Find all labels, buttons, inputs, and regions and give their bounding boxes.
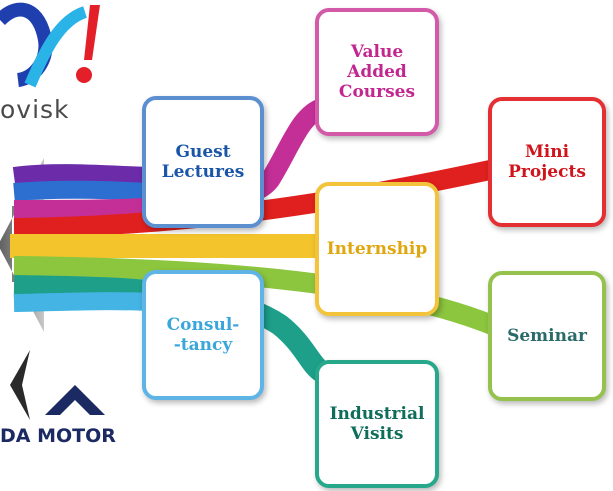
node-mini-projects: Mini Projects [488, 97, 606, 227]
band-red [13, 160, 493, 238]
node-label: Guest Lectures [161, 141, 245, 182]
node-label: Consul- -tancy [166, 314, 240, 355]
node-guest-lectures: Guest Lectures [142, 96, 264, 228]
node-label: Mini Projects [508, 141, 586, 182]
node-label: Seminar [507, 325, 587, 346]
logo-exclaim-red [84, 5, 100, 60]
logo-swoosh-cyan [24, 6, 88, 88]
tata-motors-logo-text: DA MOTOR [0, 425, 116, 447]
logo-dot-red [76, 67, 92, 83]
node-industrial-visits: Industrial Visits [315, 360, 439, 488]
band-blue [13, 180, 151, 201]
band-cyan [13, 292, 149, 312]
band-violet [12, 164, 151, 185]
node-consultancy: Consul- -tancy [142, 270, 264, 400]
ovisk-logo [0, 2, 100, 88]
node-label: Industrial Visits [329, 403, 425, 444]
node-label: Internship [326, 238, 428, 259]
node-internship: Internship [315, 182, 439, 316]
node-seminar: Seminar [488, 271, 606, 401]
logo-mark [10, 350, 30, 420]
band-green [13, 256, 496, 335]
ovisk-logo-text: ovisk [0, 95, 70, 124]
tata-motors-logo [10, 350, 105, 420]
node-value-added-courses: Value Added Courses [315, 8, 439, 136]
node-label: Value Added Courses [338, 41, 416, 103]
logo-mark-right [45, 385, 105, 415]
